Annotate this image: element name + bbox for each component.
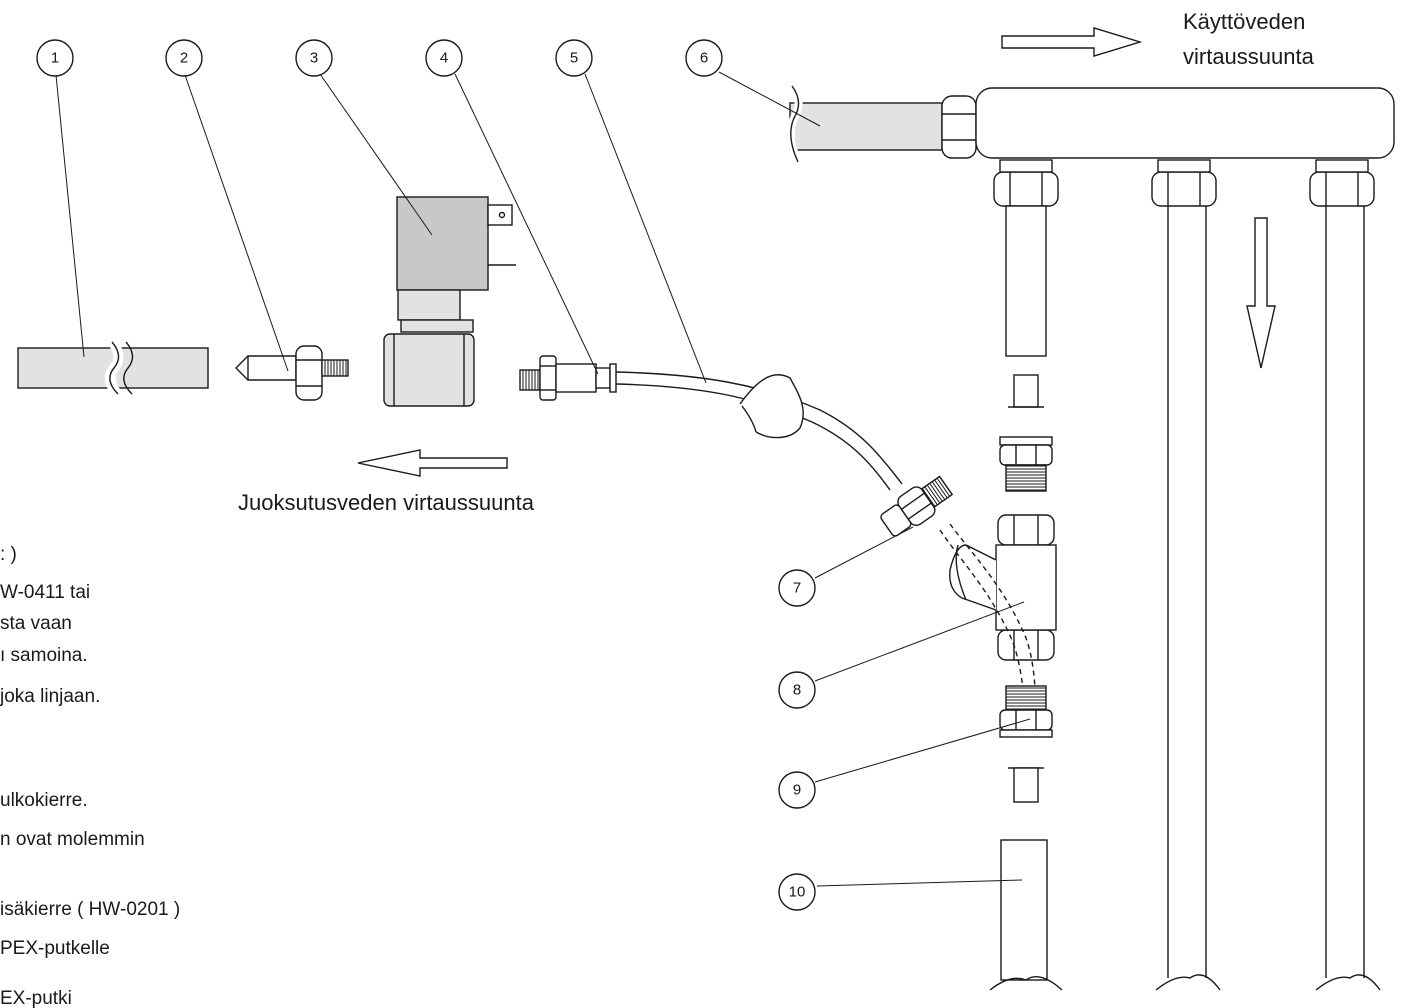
part-6-main-pipe	[786, 83, 977, 164]
callout-10: 10	[789, 884, 806, 901]
callout-3: 3	[310, 50, 318, 67]
text-line: sta vaan	[0, 613, 72, 634]
flow-arrow-drain-water	[357, 449, 508, 477]
text-line: n ovat molemmin	[0, 829, 145, 850]
leader-lines	[55, 71, 1031, 887]
part-8-tee-fitting	[939, 514, 1057, 721]
callout-4: 4	[440, 50, 448, 67]
callout-5: 5	[570, 50, 578, 67]
callout-7: 7	[793, 580, 801, 597]
drain-water-label: Juoksutusveden virtaussuunta	[238, 490, 535, 515]
lower-union	[999, 685, 1053, 738]
upper-union	[999, 436, 1053, 492]
text-line: joka linjaan.	[0, 686, 100, 707]
text-line: EX-putki	[0, 988, 72, 1008]
part-1-drain-pipe	[17, 338, 209, 398]
callout-2: 2	[180, 50, 188, 67]
flow-arrow-down	[1246, 217, 1276, 369]
service-water-label-line2: virtaussuunta	[1183, 44, 1315, 69]
part-5-drain-tube	[615, 371, 903, 491]
part-10-lower-pipe	[989, 839, 1063, 991]
part-2-hose-connector	[235, 345, 349, 401]
part-3-solenoid-valve	[383, 196, 516, 407]
text-line: ı samoina.	[0, 645, 88, 666]
text-line: ulkokierre.	[0, 790, 88, 811]
manifold	[975, 87, 1395, 991]
part-7-angled-fitting	[880, 475, 954, 537]
callout-labels: 1 2 3 4 5 6 7 8 9 10	[51, 50, 806, 901]
text-line: : )	[0, 544, 17, 565]
callout-6: 6	[700, 50, 708, 67]
text-line: W-0411 tai	[0, 582, 90, 603]
callout-circles	[36, 39, 816, 911]
callout-9: 9	[793, 782, 801, 799]
part-4-push-fitting	[519, 355, 617, 401]
callout-8: 8	[793, 682, 801, 699]
service-water-label-line1: Käyttöveden	[1183, 9, 1305, 34]
text-line: isäkierre ( HW-0201 )	[0, 899, 180, 920]
callout-1: 1	[51, 50, 59, 67]
flow-arrow-service-water	[1001, 27, 1143, 57]
text-line: PEX-putkelle	[0, 938, 110, 959]
parts-description-text: : ) W-0411 tai sta vaan ı samoina. joka …	[0, 544, 180, 1008]
